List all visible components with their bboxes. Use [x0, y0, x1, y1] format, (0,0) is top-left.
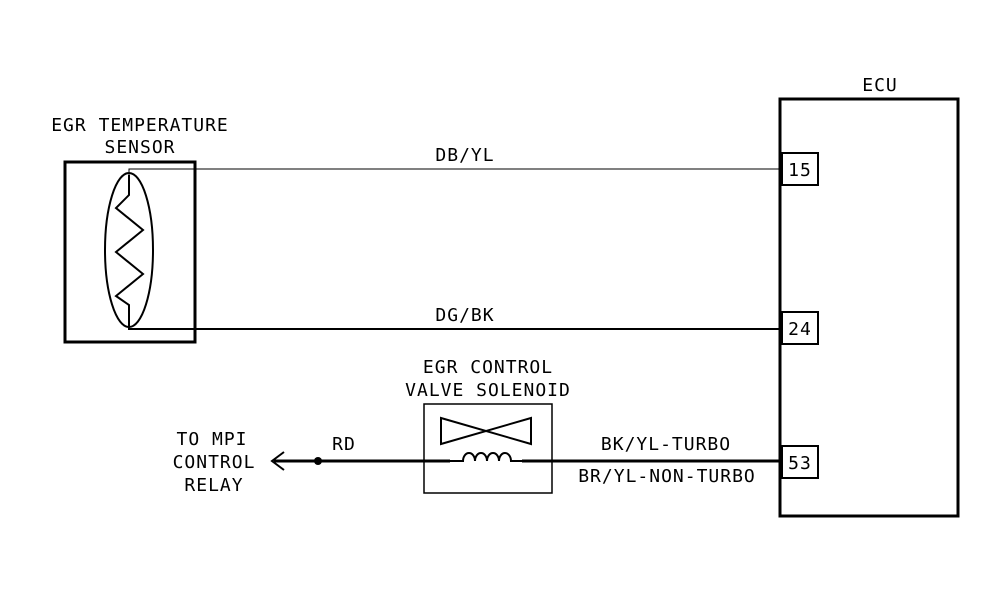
coil-icon — [450, 452, 522, 462]
egr-temperature-sensor: EGR TEMPERATURE SENSOR — [51, 115, 229, 344]
wire-bk-yl-br-yl: BK/YL-TURBO BR/YL-NON-TURBO — [522, 434, 782, 487]
destination-line2: CONTROL — [173, 452, 256, 473]
ecu-module: ECU 15 24 53 — [778, 75, 960, 518]
sensor-box — [63, 160, 197, 344]
sensor-label-line2: SENSOR — [104, 137, 175, 158]
destination-line3: RELAY — [184, 475, 243, 496]
solenoid-label-line1: EGR CONTROL — [423, 357, 553, 378]
solenoid-box — [423, 403, 553, 494]
destination-line1: TO MPI — [176, 429, 247, 450]
pin-53-label: 53 — [788, 453, 812, 474]
wire-rd: RD — [270, 434, 450, 471]
pin-15-label: 15 — [788, 160, 812, 181]
arrow-left-icon — [270, 451, 285, 471]
wire-dg-bk: DG/BK — [128, 305, 782, 330]
splice-dot — [314, 457, 322, 465]
pin-53-box — [781, 445, 819, 479]
wire-db-yl-label: DB/YL — [435, 145, 494, 166]
wire-dg-bk-label: DG/BK — [435, 305, 494, 326]
ecu-box — [778, 97, 960, 518]
solenoid-label-line2: VALVE SOLENOID — [405, 380, 571, 401]
pin-24-label: 24 — [788, 319, 812, 340]
wire-rd-label: RD — [332, 434, 356, 455]
wire-db-yl: DB/YL — [128, 145, 782, 175]
sensor-label-line1: EGR TEMPERATURE — [51, 115, 229, 136]
valve-icon — [440, 416, 532, 446]
egr-control-valve-solenoid: EGR CONTROL VALVE SOLENOID — [405, 357, 571, 494]
ecu-label: ECU — [862, 75, 898, 96]
thermistor-icon — [104, 172, 154, 328]
mpi-control-relay-reference: TO MPI CONTROL RELAY — [173, 429, 256, 496]
wire-br-yl-non-turbo-label: BR/YL-NON-TURBO — [578, 466, 756, 487]
wire-bk-yl-turbo-label: BK/YL-TURBO — [601, 434, 731, 455]
